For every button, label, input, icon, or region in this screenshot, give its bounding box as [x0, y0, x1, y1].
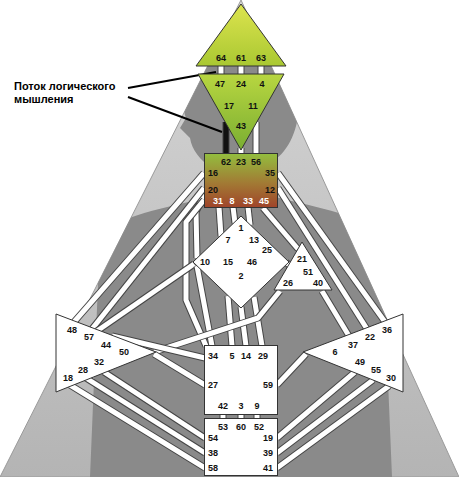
gate-number: 31	[213, 197, 223, 206]
leader-line	[128, 97, 222, 132]
gate-number: 64	[216, 54, 226, 63]
gate-number: 61	[236, 54, 246, 63]
channel-line	[112, 336, 205, 358]
gate-number: 48	[67, 326, 77, 335]
gate-number: 2	[238, 272, 243, 281]
gate-number: 3	[238, 402, 243, 411]
gate-number: 18	[63, 374, 73, 383]
gate-number: 40	[313, 279, 323, 288]
gate-number: 51	[303, 268, 313, 277]
gate-number: 30	[386, 374, 396, 383]
center-shape: 36 22 37 6 49 55 30	[301, 312, 404, 394]
gate-number: 15	[223, 258, 233, 267]
center-shape: 47 24 4 17 11 43	[196, 72, 286, 152]
gate-number: 7	[225, 236, 230, 245]
center-shape: 64 61 63	[194, 2, 288, 68]
gate-number: 52	[254, 423, 264, 432]
gate-number: 17	[224, 102, 234, 111]
center-shape: 21 51 26 40	[272, 240, 334, 292]
channel-line	[86, 378, 205, 453]
gate-number: 4	[259, 80, 264, 89]
center-shape: 62 23 56 16 35 20 12 31 8 33 45	[204, 153, 278, 208]
gate-number: 58	[208, 464, 218, 473]
channel-line	[97, 264, 194, 331]
gate-number: 47	[215, 80, 225, 89]
gate-number: 41	[263, 464, 273, 473]
gate-number: 23	[236, 158, 246, 167]
center-outline	[272, 240, 334, 292]
gate-number: 20	[208, 186, 218, 195]
channel-line	[154, 291, 280, 352]
center-shape: 48 57 44 50 32 28 18	[55, 312, 158, 394]
gate-number: 19	[263, 434, 273, 443]
gate-number: 63	[256, 54, 266, 63]
channel-line	[277, 386, 389, 468]
gate-number: 59	[263, 381, 273, 390]
gate-number: 25	[262, 246, 272, 255]
gate-number: 13	[249, 236, 259, 245]
channel-line	[233, 207, 235, 223]
center-shape: 34 5 14 29 27 59 42 3 9	[204, 345, 278, 415]
gate-number: 50	[119, 348, 129, 357]
callout-label: Поток логического мышления	[14, 80, 126, 106]
gate-number: 34	[208, 352, 218, 361]
gate-number: 28	[78, 366, 88, 375]
gate-number: 22	[365, 333, 375, 342]
channel-line	[256, 122, 257, 154]
gate-number: 5	[229, 352, 234, 361]
gate-number: 62	[221, 158, 231, 167]
gate-number: 53	[218, 423, 228, 432]
channel-line	[278, 188, 367, 329]
gate-number: 55	[371, 366, 381, 375]
gate-number: 43	[236, 122, 246, 131]
gate-number: 42	[218, 402, 228, 411]
gate-number: 49	[355, 358, 365, 367]
gate-number: 57	[84, 333, 94, 342]
channel-line	[219, 207, 221, 236]
gate-number: 35	[265, 169, 275, 178]
gate-number: 60	[236, 423, 246, 432]
gate-number: 46	[247, 258, 257, 267]
gate-number: 10	[200, 258, 210, 267]
gate-number: 12	[265, 186, 275, 195]
gate-number: 11	[248, 102, 258, 111]
gate-number: 21	[297, 255, 307, 264]
channel-line	[322, 291, 349, 336]
gate-number: 37	[348, 341, 358, 350]
gate-number: 39	[263, 449, 273, 458]
gate-number: 29	[258, 352, 268, 361]
channel-line	[226, 122, 227, 154]
gate-number: 54	[208, 434, 218, 443]
gate-number: 36	[382, 326, 392, 335]
channel-line	[248, 207, 250, 225]
center-shape: 17 1325 15 46 10 2	[192, 215, 290, 310]
gate-number: 32	[94, 358, 104, 367]
gate-number: 56	[251, 158, 261, 167]
gate-number: 44	[101, 341, 111, 350]
gate-number: 24	[236, 80, 246, 89]
gate-number: 26	[283, 279, 293, 288]
gate-number: 45	[259, 197, 269, 206]
gate-number: 1	[238, 224, 243, 233]
channel-line	[277, 354, 306, 385]
channel-line	[277, 380, 373, 453]
gate-number: 27	[208, 381, 218, 390]
gate-number: 14	[241, 352, 251, 361]
gate-number: 16	[208, 169, 218, 178]
gate-number: 38	[208, 449, 218, 458]
gate-number: 9	[254, 402, 259, 411]
channel-line	[104, 372, 205, 438]
gate-number: 33	[243, 197, 253, 206]
channel-line	[228, 296, 232, 346]
gate-number: 8	[229, 197, 234, 206]
gate-number: 6	[332, 348, 337, 357]
center-shape: 53 60 52 54 19 38 39 58 41	[204, 418, 278, 476]
channel-line	[70, 385, 205, 468]
